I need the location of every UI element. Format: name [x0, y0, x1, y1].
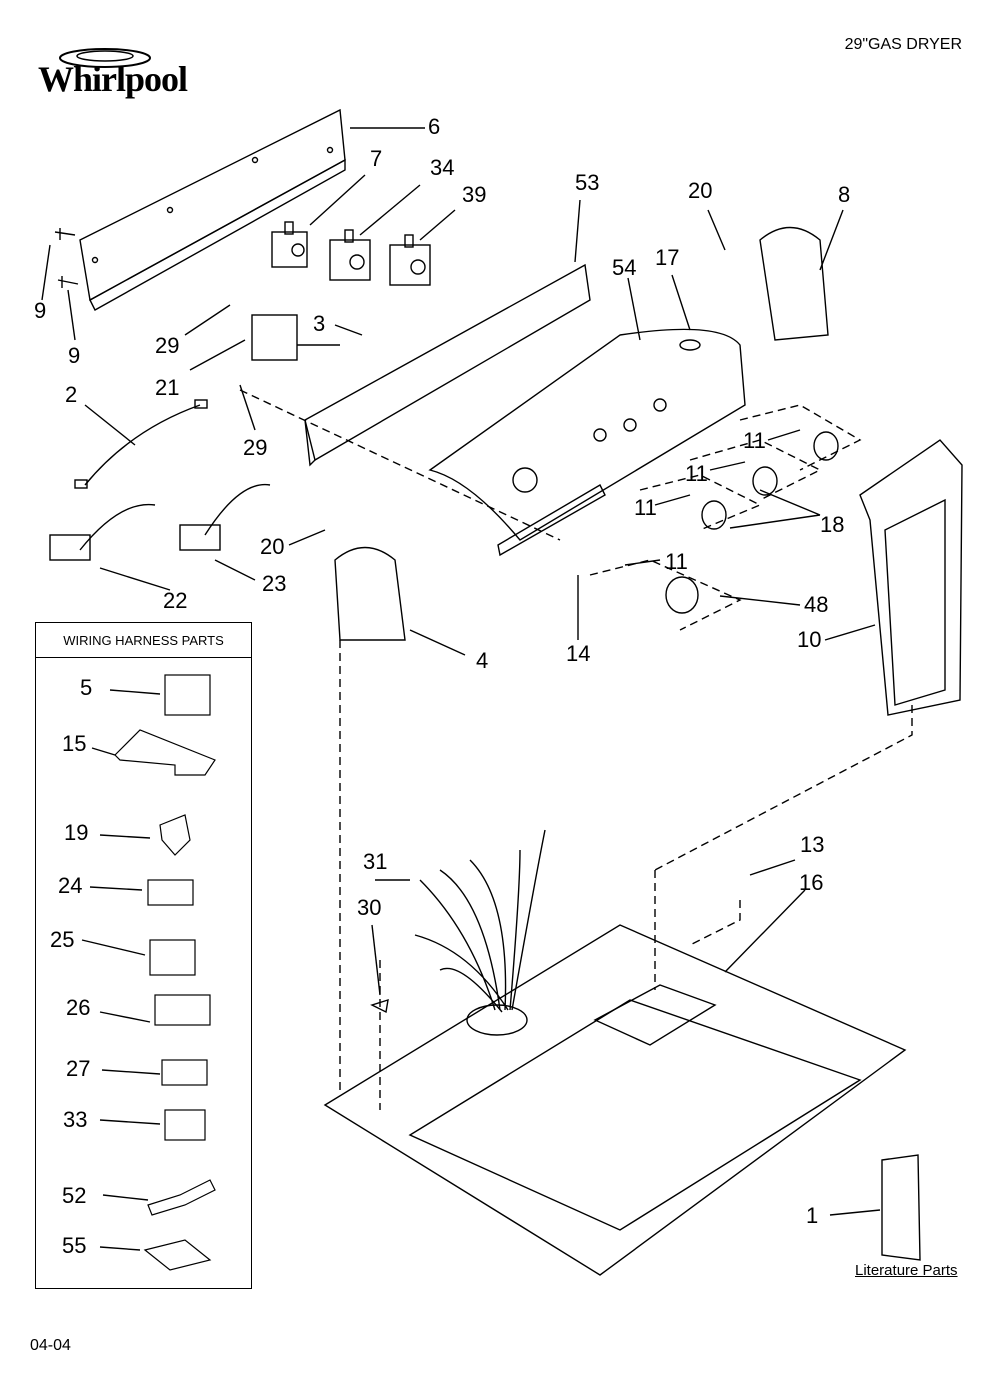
part-1-literature	[881, 1154, 921, 1261]
part-25-connector	[149, 939, 196, 976]
part-5-connector	[164, 674, 211, 716]
callout-34: 34	[430, 155, 455, 180]
part-2-harness	[84, 404, 201, 486]
part-30-clip	[370, 998, 389, 1014]
part-33-connector	[164, 1109, 206, 1141]
callout-7: 7	[370, 146, 383, 171]
callout-21: 21	[155, 375, 180, 400]
part-15-connector	[114, 729, 216, 776]
part-54-console	[428, 328, 746, 541]
part-16-top	[323, 924, 907, 1276]
callout-9: 9	[68, 343, 81, 368]
callout-30: 30	[357, 895, 382, 920]
part-34-switch	[329, 239, 371, 281]
model-title: 29"GAS DRYER	[844, 36, 962, 53]
harness-item-55: 55	[62, 1233, 87, 1258]
callout-20: 20	[260, 534, 285, 559]
harness-item-24: 24	[58, 873, 83, 898]
harness-item-27: 27	[66, 1056, 91, 1081]
part-31-wire-bundle	[414, 829, 546, 1013]
wiring-harness-parts-box: WIRING HARNESS PARTS	[35, 622, 252, 1289]
part-8-end-cap	[759, 226, 829, 341]
part-18-knob	[813, 431, 839, 461]
part-53-console-bracket	[304, 263, 591, 462]
callout-22: 22	[163, 588, 188, 613]
callout-8: 8	[838, 182, 851, 207]
callout-39: 39	[462, 182, 487, 207]
part-22-harness	[79, 503, 156, 551]
harness-item-26: 26	[66, 995, 91, 1020]
callout-29: 29	[243, 435, 268, 460]
callout-2: 2	[65, 382, 78, 407]
part-23-harness	[204, 483, 271, 536]
callout-20: 20	[688, 178, 713, 203]
callout-54: 54	[612, 255, 637, 280]
callout-1: 1	[806, 1203, 819, 1228]
callout-48: 48	[804, 592, 829, 617]
harness-item-52: 52	[62, 1183, 87, 1208]
part-52-terminal	[147, 1179, 216, 1216]
callout-3: 3	[313, 311, 326, 336]
part-26-connector	[154, 994, 211, 1026]
callout-14: 14	[566, 641, 591, 666]
harness-item-15: 15	[62, 731, 87, 756]
part-7-switch	[271, 231, 308, 268]
callout-13: 13	[800, 832, 825, 857]
callout-6: 6	[428, 114, 441, 139]
part-55-connector	[143, 1239, 212, 1271]
callout-11: 11	[634, 495, 657, 520]
footer-date-code: 04-04	[30, 1337, 71, 1354]
callout-11: 11	[743, 428, 766, 453]
callout-23: 23	[262, 571, 287, 596]
part-10-lint-screen	[859, 439, 963, 716]
part-19-connector	[159, 814, 191, 856]
brand-logo: Whirlpool	[38, 59, 188, 99]
harness-box-title: WIRING HARNESS PARTS	[36, 623, 251, 658]
callout-9: 9	[34, 298, 47, 323]
callout-10: 10	[797, 627, 822, 652]
literature-parts-link[interactable]: Literature Parts	[855, 1262, 958, 1279]
callout-31: 31	[363, 849, 388, 874]
part-39-switch	[389, 244, 431, 286]
part-48-knob	[665, 576, 699, 614]
harness-item-5: 5	[80, 675, 93, 700]
part-21-timer	[251, 314, 298, 361]
part-24-connector	[147, 879, 194, 906]
part-4-end-cap	[334, 546, 406, 641]
callout-11: 11	[665, 549, 688, 574]
harness-item-33: 33	[63, 1107, 88, 1132]
callout-4: 4	[476, 648, 489, 673]
harness-item-25: 25	[50, 927, 75, 952]
callout-17: 17	[655, 245, 680, 270]
callout-18: 18	[820, 512, 845, 537]
callout-53: 53	[575, 170, 600, 195]
part-6-back-panel	[79, 108, 346, 302]
part-27-connector	[161, 1059, 208, 1086]
whirlpool-swirl-logo-icon	[59, 48, 151, 68]
callout-11: 11	[685, 461, 708, 486]
harness-item-19: 19	[64, 820, 89, 845]
callout-16: 16	[799, 870, 824, 895]
callout-29: 29	[155, 333, 180, 358]
